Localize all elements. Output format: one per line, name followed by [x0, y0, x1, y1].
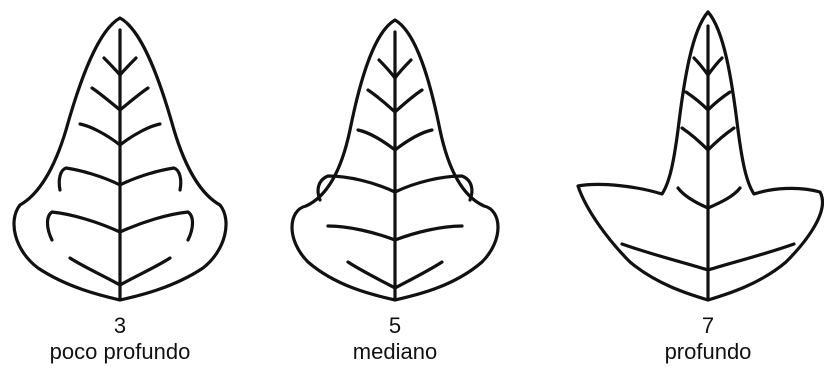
caption-medium: 5 mediano — [288, 313, 502, 365]
leaf-outline — [578, 12, 822, 300]
caption-shallow: 3 poco profundo — [8, 313, 232, 365]
leaf-medium-drawing — [288, 0, 548, 306]
caption-label: mediano — [288, 339, 502, 365]
caption-label: profundo — [566, 339, 824, 365]
caption-value: 7 — [566, 313, 824, 339]
caption-value: 3 — [8, 313, 232, 339]
caption-value: 5 — [288, 313, 502, 339]
caption-deep: 7 profundo — [566, 313, 824, 365]
leaf-deep-drawing — [566, 0, 824, 306]
leaf-shallow-drawing — [8, 0, 268, 306]
caption-label: poco profundo — [8, 339, 232, 365]
